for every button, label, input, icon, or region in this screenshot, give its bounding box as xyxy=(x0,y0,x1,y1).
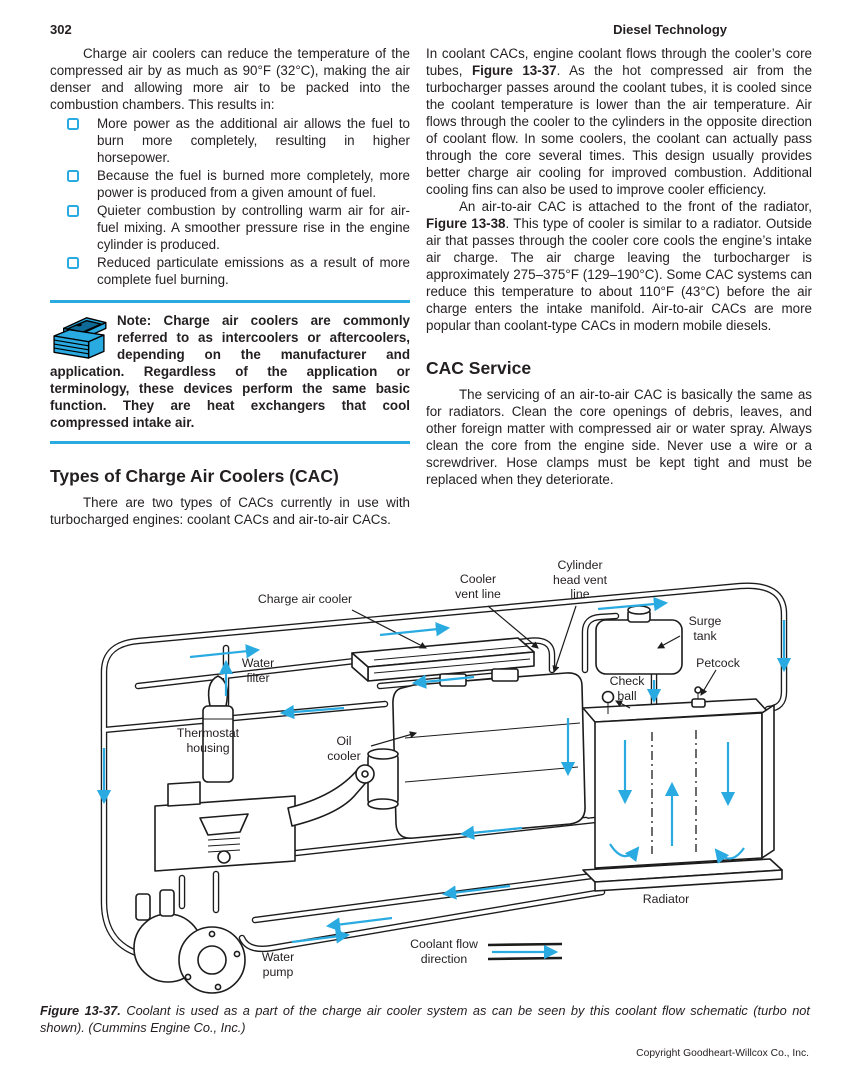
types-paragraph: There are two types of CACs currently in… xyxy=(50,495,410,527)
coolant-cac-paragraph: In coolant CACs, engine coolant flows th… xyxy=(426,45,812,198)
fig-label-coolant-flow-direction: Coolant flow direction xyxy=(410,937,478,966)
fig-label-radiator: Radiator xyxy=(642,892,690,906)
copyright-line: Copyright Goodheart-Willcox Co., Inc. xyxy=(636,1048,809,1059)
fig-label-water-filter: Water filter xyxy=(241,656,275,685)
text-columns: Charge air coolers can reduce the temper… xyxy=(50,45,812,528)
paragraph-text: In coolant CACs, engine coolant flows th… xyxy=(426,46,812,78)
bullet-square-icon xyxy=(67,170,79,182)
fig-label-cooler-vent-line: Cooler vent line xyxy=(455,572,501,601)
air-to-air-paragraph: An air-to-air CAC is attached to the fro… xyxy=(426,198,812,334)
bullet-square-icon xyxy=(67,118,79,130)
figure-reference: Figure 13-37 xyxy=(471,63,557,78)
figure-caption-text: Coolant is used as a part of the charge … xyxy=(40,1003,810,1035)
water-filter-drawing xyxy=(202,675,234,783)
paragraph-text: An air-to-air CAC is attached to the fro… xyxy=(459,199,812,214)
petcock-drawing xyxy=(691,686,706,708)
note-text: Note: Charge air coolers are commonly re… xyxy=(50,313,410,430)
toolbox-icon xyxy=(53,317,107,359)
cac-service-paragraph: The servicing of an air-to-air CAC is ba… xyxy=(426,387,812,487)
fig-label-charge-air-cooler: Charge air cooler xyxy=(257,592,353,606)
radiator-drawing xyxy=(582,698,783,892)
charge-air-cooler-drawing xyxy=(351,637,535,682)
engine-block-drawing xyxy=(392,668,586,840)
coolant-flow-schematic xyxy=(96,556,792,994)
fig-label-cylinder-head-vent-line: Cylinder head vent line xyxy=(552,558,607,601)
fig-label-water-pump: Water pump xyxy=(261,950,295,979)
fig-label-oil-cooler: Oil cooler xyxy=(327,734,361,763)
bullet-square-icon xyxy=(67,257,79,269)
paragraph-text: . As the hot compressed air from the tur… xyxy=(426,63,813,197)
section-heading-cac-service: CAC Service xyxy=(426,358,532,378)
figure-13-37: Charge air cooler Cooler vent line Cylin… xyxy=(40,556,809,1001)
list-item-text: More power as the additional air allows … xyxy=(97,116,410,165)
list-item-text: Because the fuel is burned more complete… xyxy=(97,168,410,200)
list-item: Because the fuel is burned more complete… xyxy=(50,167,410,201)
fig-label-petcock: Petcock xyxy=(696,656,740,670)
list-item: More power as the additional air allows … xyxy=(50,115,410,166)
note-box: Note: Charge air coolers are commonly re… xyxy=(50,300,410,444)
figure-reference: Figure 13-38 xyxy=(426,216,506,231)
fig-label-thermostat-housing: Thermostat housing xyxy=(176,726,240,755)
fig-label-check-ball: Check ball xyxy=(609,674,645,703)
paragraph-text: . This type of cooler is similar to a ra… xyxy=(426,216,812,333)
check-ball-drawing xyxy=(601,690,615,714)
benefits-list: More power as the additional air allows … xyxy=(50,115,410,288)
list-item: Quieter combustion by controlling warm a… xyxy=(50,202,410,253)
list-item-text: Quieter combustion by controlling warm a… xyxy=(97,203,410,252)
bullet-square-icon xyxy=(67,205,79,217)
intro-paragraph: Charge air coolers can reduce the temper… xyxy=(50,46,410,112)
left-column: Charge air coolers can reduce the temper… xyxy=(50,45,410,528)
list-item-text: Reduced particulate emissions as a resul… xyxy=(97,255,410,287)
running-head: Diesel Technology xyxy=(613,22,727,37)
fig-label-surge-tank: Surge tank xyxy=(688,614,722,643)
note-paragraph: Note: Charge air coolers are commonly re… xyxy=(50,312,410,431)
label-leader-arrows xyxy=(351,605,717,747)
water-pump-drawing xyxy=(133,889,246,994)
page-number: 302 xyxy=(50,22,72,37)
figure-caption-number: Figure 13-37. xyxy=(40,1003,121,1018)
page-header: 302 Diesel Technology xyxy=(50,22,799,37)
thermostat-housing-drawing xyxy=(154,764,375,872)
section-heading-types: Types of Charge Air Coolers (CAC) xyxy=(50,466,339,486)
list-item: Reduced particulate emissions as a resul… xyxy=(50,254,410,288)
flow-legend-lines xyxy=(487,942,563,961)
coolant-flow-arrows xyxy=(96,596,792,944)
surge-tank-drawing xyxy=(595,605,683,675)
figure-caption: Figure 13-37. Coolant is used as a part … xyxy=(40,1003,810,1036)
right-column: In coolant CACs, engine coolant flows th… xyxy=(426,45,812,528)
